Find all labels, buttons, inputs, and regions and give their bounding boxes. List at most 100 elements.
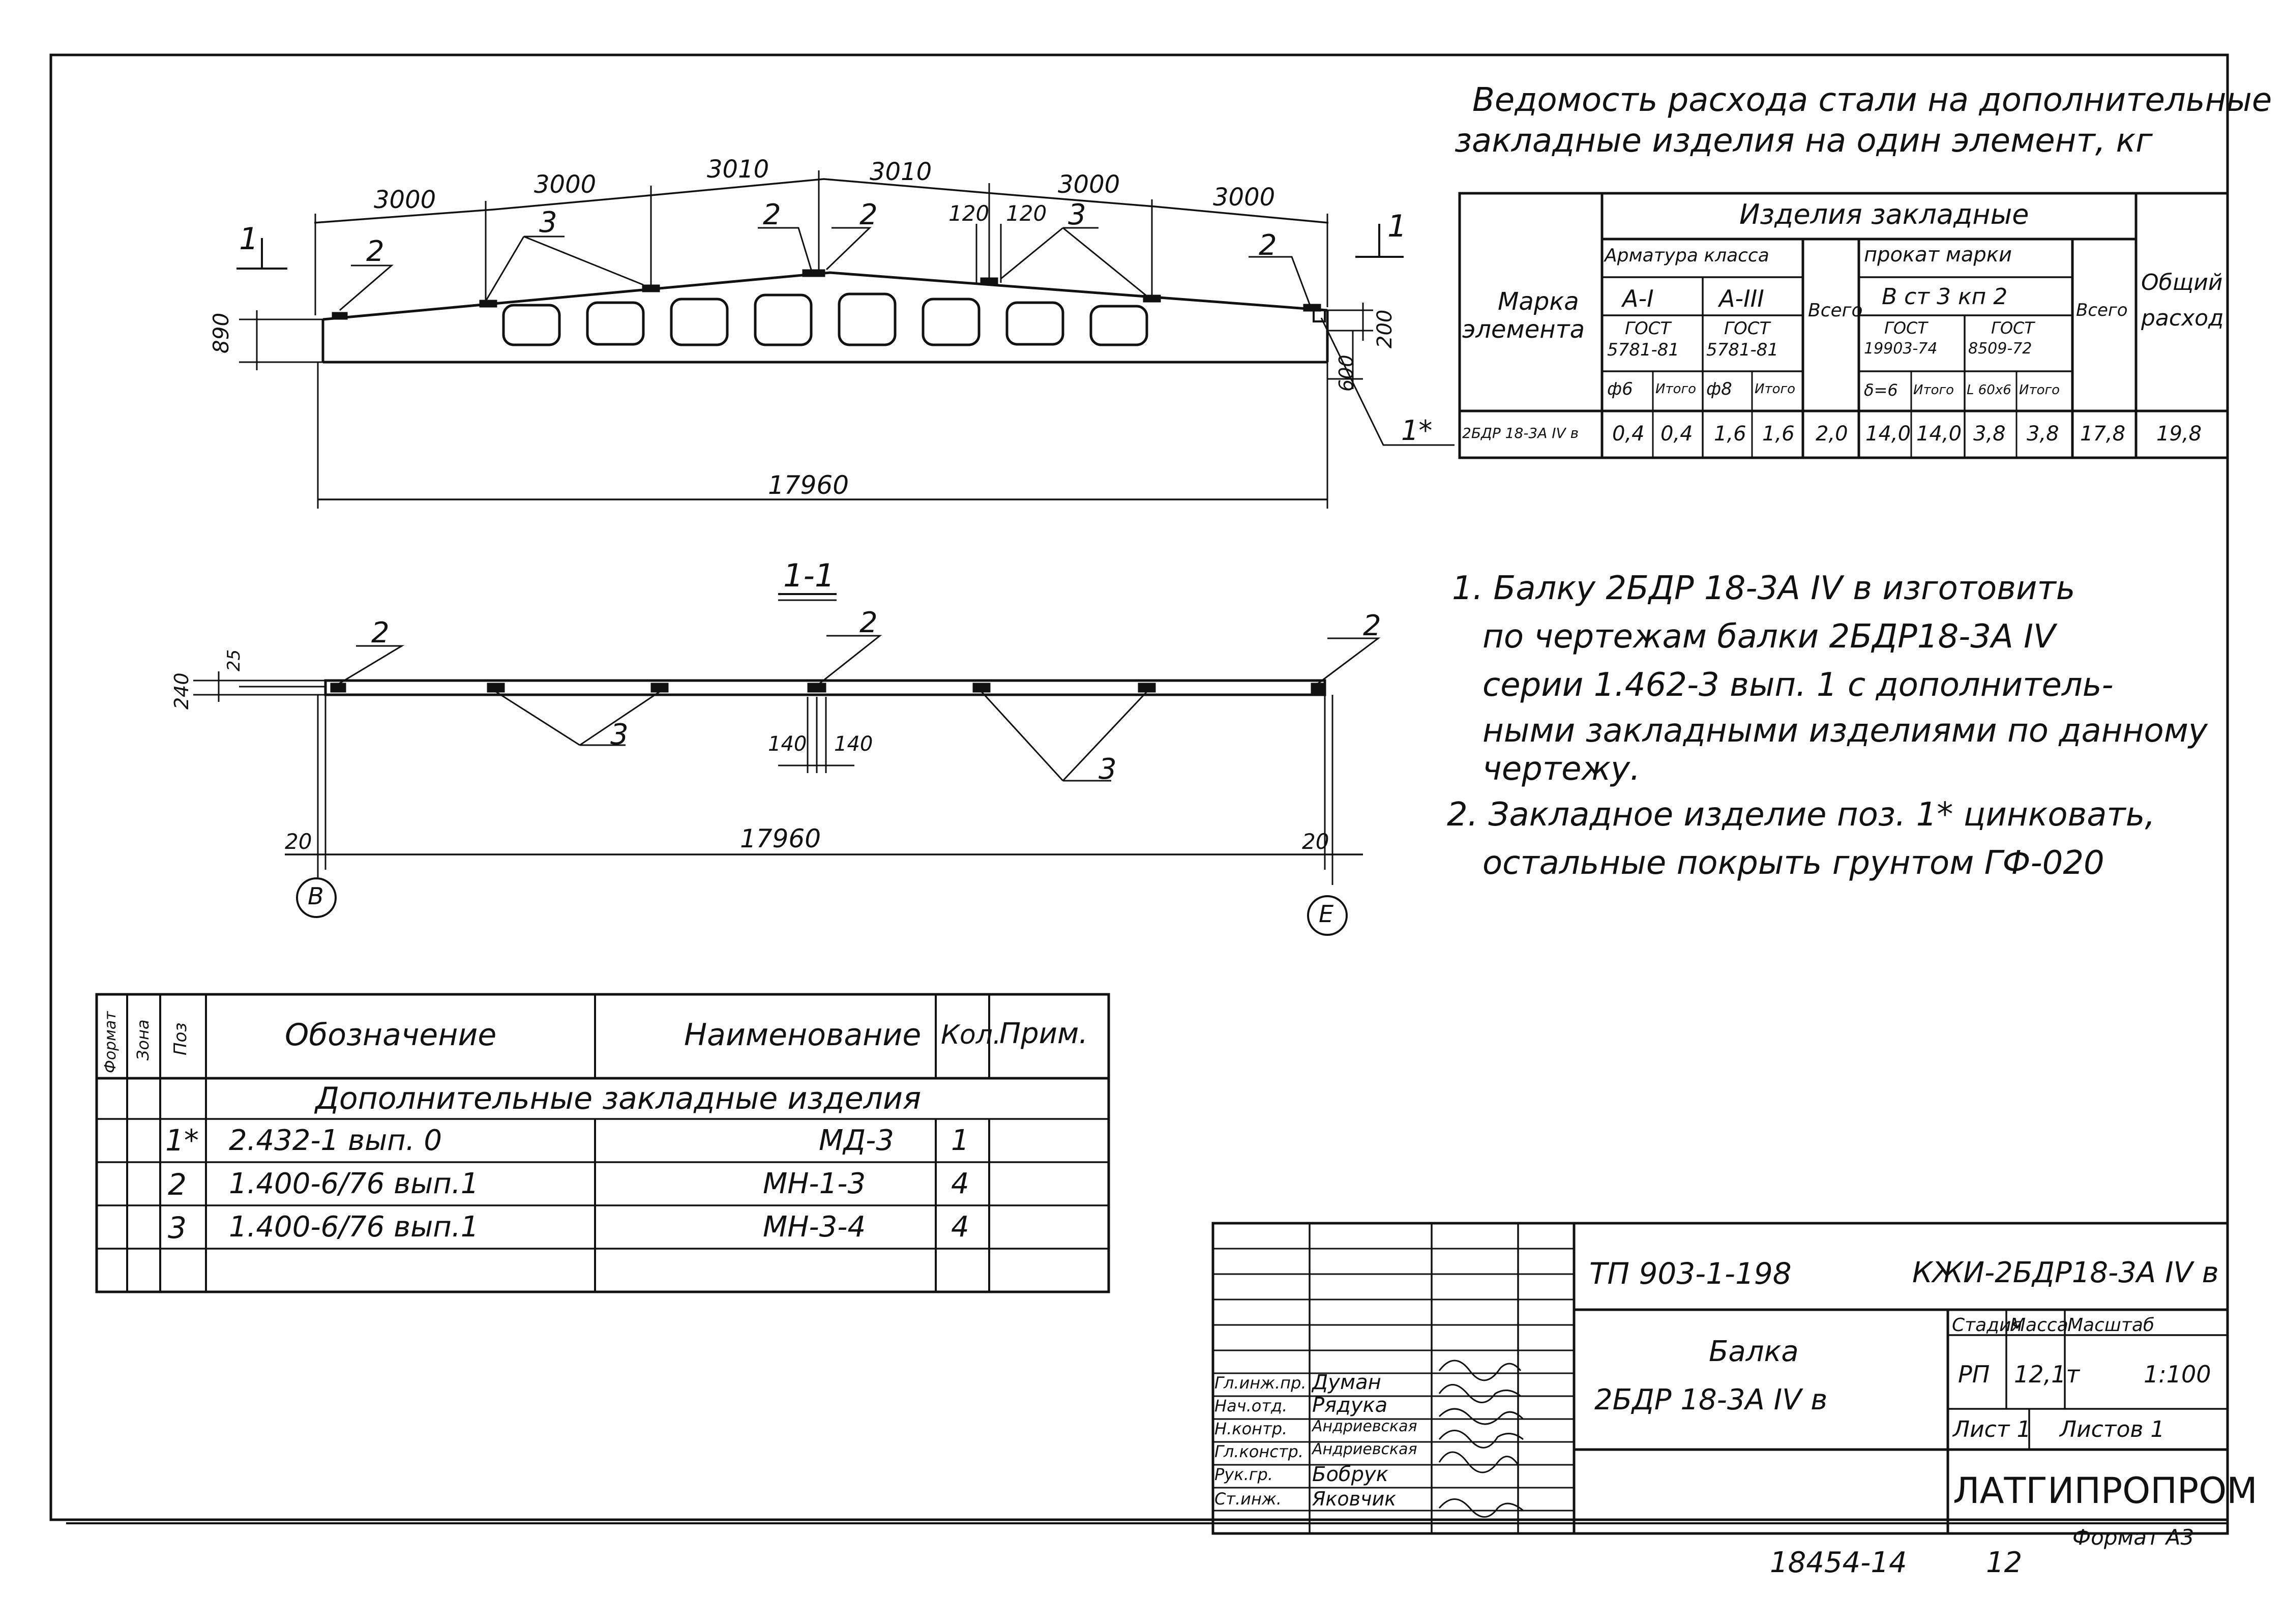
- stamp-title-line2: 2БДР 18-3А IV в: [1594, 1383, 1828, 1416]
- spec-row1-name: МД-3: [819, 1124, 894, 1157]
- steel-h-gost2a: ГОСТ: [1724, 318, 1770, 339]
- dim-25: 25: [224, 649, 244, 671]
- steel-h-itogo4: Итого: [2019, 382, 2060, 398]
- axis-label-left: В: [308, 882, 324, 910]
- label-top-2a: 2: [366, 235, 384, 268]
- dim-140a: 140: [768, 732, 807, 756]
- label-top-3b: 3: [1068, 198, 1086, 231]
- label-top-2c: 2: [859, 198, 878, 231]
- steel-row-v4: 1,6: [1762, 422, 1795, 446]
- spec-row2-qty: 4: [951, 1167, 969, 1200]
- steel-h-total-2: расход: [2141, 305, 2224, 331]
- stamp-sheet-code: КЖИ-2БДР18-3А IV в: [1912, 1256, 2219, 1289]
- title-block-grid: [1211, 1222, 2229, 1535]
- spec-row3-designation: 1.400-6/76 вып.1: [229, 1210, 479, 1244]
- spec-row1-qty: 1: [951, 1124, 969, 1157]
- label-sec-2c: 2: [1363, 609, 1381, 642]
- steel-row-v3: 1,6: [1714, 422, 1746, 446]
- steel-h-steel: В ст 3 кп 2: [1882, 284, 2008, 310]
- stamp-scale: 1:100: [2144, 1361, 2211, 1388]
- steel-row-v7: 14,0: [1916, 422, 1962, 446]
- spec-h-note: Прим.: [999, 1017, 1088, 1050]
- label-sec-3b: 3: [1099, 753, 1117, 786]
- stamp-name-5: Бобрук: [1312, 1463, 1388, 1486]
- spec-h-format: Формат: [102, 1011, 120, 1073]
- steel-h-vsego1: Всего: [1808, 300, 1863, 321]
- stamp-sheets-h: Листов 1: [2060, 1416, 2165, 1442]
- dim-17960-top: 17960: [768, 470, 849, 500]
- steel-h-mark-2: элемента: [1462, 315, 1585, 344]
- spec-section-title: Дополнительные закладные изделия: [315, 1081, 922, 1116]
- stamp-org: ЛАТГИПРОПРОМ: [1953, 1470, 2258, 1512]
- stamp-name-2: Рядука: [1312, 1394, 1388, 1417]
- steel-h-gost3a: ГОСТ: [1884, 318, 1927, 338]
- section-title: 1-1: [783, 557, 835, 594]
- dim-top-6: 3000: [1213, 183, 1276, 212]
- sheet-frame: [49, 53, 2229, 1521]
- stamp-name-1: Думан: [1312, 1371, 1381, 1394]
- steel-h-d6: δ=6: [1864, 380, 1898, 400]
- note-line-2: по чертежам балки 2БДР18-3А IV: [1482, 618, 2056, 656]
- spec-h-designation: Обозначение: [285, 1017, 497, 1053]
- stamp-stage: РП: [1958, 1361, 1990, 1388]
- spec-h-pos: Поз: [170, 1022, 191, 1055]
- stamp-mass-h: Масса: [2010, 1315, 2068, 1336]
- steel-table-title-line1: Ведомость расхода стали на дополнительны…: [1472, 81, 2272, 119]
- section-1-1: [193, 593, 1381, 936]
- label-top-3a: 3: [539, 206, 557, 239]
- spec-row2-designation: 1.400-6/76 вып.1: [229, 1167, 479, 1200]
- section-mark-right: 1: [1387, 209, 1407, 244]
- steel-table-grid: [1458, 192, 2229, 459]
- steel-h-gost3b: 19903-74: [1864, 340, 1938, 358]
- steel-h-gost1a: ГОСТ: [1625, 318, 1671, 339]
- spec-row3-name: МН-3-4: [763, 1210, 866, 1244]
- steel-h-total-1: Общий: [2141, 270, 2223, 296]
- steel-row-v10: 17,8: [2080, 422, 2126, 446]
- steel-h-mark-1: Марка: [1498, 287, 1579, 316]
- spec-table-grid: [95, 993, 1110, 1293]
- steel-h-L: L 60х6: [1967, 382, 2011, 398]
- spec-row3-qty: 4: [951, 1210, 969, 1244]
- dim-top-5: 3000: [1058, 170, 1120, 199]
- spec-row2-pos: 2: [168, 1167, 187, 1202]
- dim-top-2: 3000: [534, 170, 597, 199]
- dim-600: 600: [1335, 355, 1357, 392]
- steel-h-gost1b: 5781-81: [1607, 340, 1680, 360]
- beam-elevation: [236, 170, 1455, 509]
- label-sec-3a: 3: [610, 718, 629, 751]
- steel-h-gost4b: 8509-72: [1968, 340, 2032, 358]
- spec-h-qty: Кол.: [941, 1020, 1001, 1050]
- stamp-code: ТП 903-1-198: [1589, 1256, 1792, 1291]
- note-line-3: серии 1.462-3 вып. 1 с дополнитель-: [1482, 666, 2114, 704]
- stamp-role-4: Гл.констр.: [1214, 1442, 1303, 1461]
- spec-h-name: Наименование: [684, 1017, 922, 1053]
- note-line-7: остальные покрыть грунтом ГФ-020: [1482, 844, 2104, 882]
- steel-row-mark: 2БДР 18-3А IV в: [1462, 425, 1579, 441]
- steel-h-gost4a: ГОСТ: [1991, 318, 2034, 338]
- note-line-5: чертежу.: [1482, 750, 1641, 788]
- stamp-role-5: Рук.гр.: [1214, 1465, 1273, 1484]
- stamp-name-3: Андриевская: [1312, 1418, 1417, 1435]
- steel-row-v6: 14,0: [1865, 422, 1911, 446]
- dim-120a: 120: [948, 201, 990, 226]
- footer-format: Формат А3: [2072, 1525, 2194, 1550]
- spec-row1-pos: 1*: [165, 1123, 199, 1158]
- dim-top-4: 3010: [870, 158, 932, 186]
- steel-row-v9: 3,8: [2027, 422, 2059, 446]
- spec-row2-name: МН-1-3: [763, 1167, 866, 1200]
- dim-20a: 20: [285, 829, 312, 854]
- footer-archive: 18454-14: [1770, 1546, 1907, 1579]
- section-mark-left: 1: [239, 221, 259, 257]
- label-top-2b: 2: [763, 198, 781, 231]
- note-line-6: 2. Закладное изделие поз. 1* цинковать,: [1447, 796, 2155, 834]
- steel-row-v11: 19,8: [2156, 422, 2202, 446]
- note-line-1: 1. Балку 2БДР 18-3А IV в изготовить: [1452, 570, 2075, 607]
- steel-row-v1: 0,4: [1612, 422, 1645, 446]
- spec-row1-designation: 2.432-1 вып. 0: [229, 1124, 442, 1157]
- steel-h-phi8: ф8: [1706, 379, 1732, 399]
- stamp-role-2: Нач.отд.: [1214, 1396, 1288, 1415]
- steel-h-items: Изделия закладные: [1739, 198, 2029, 230]
- stamp-sheet-h: Лист 1: [1953, 1416, 2031, 1442]
- steel-h-phi6: ф6: [1607, 379, 1633, 399]
